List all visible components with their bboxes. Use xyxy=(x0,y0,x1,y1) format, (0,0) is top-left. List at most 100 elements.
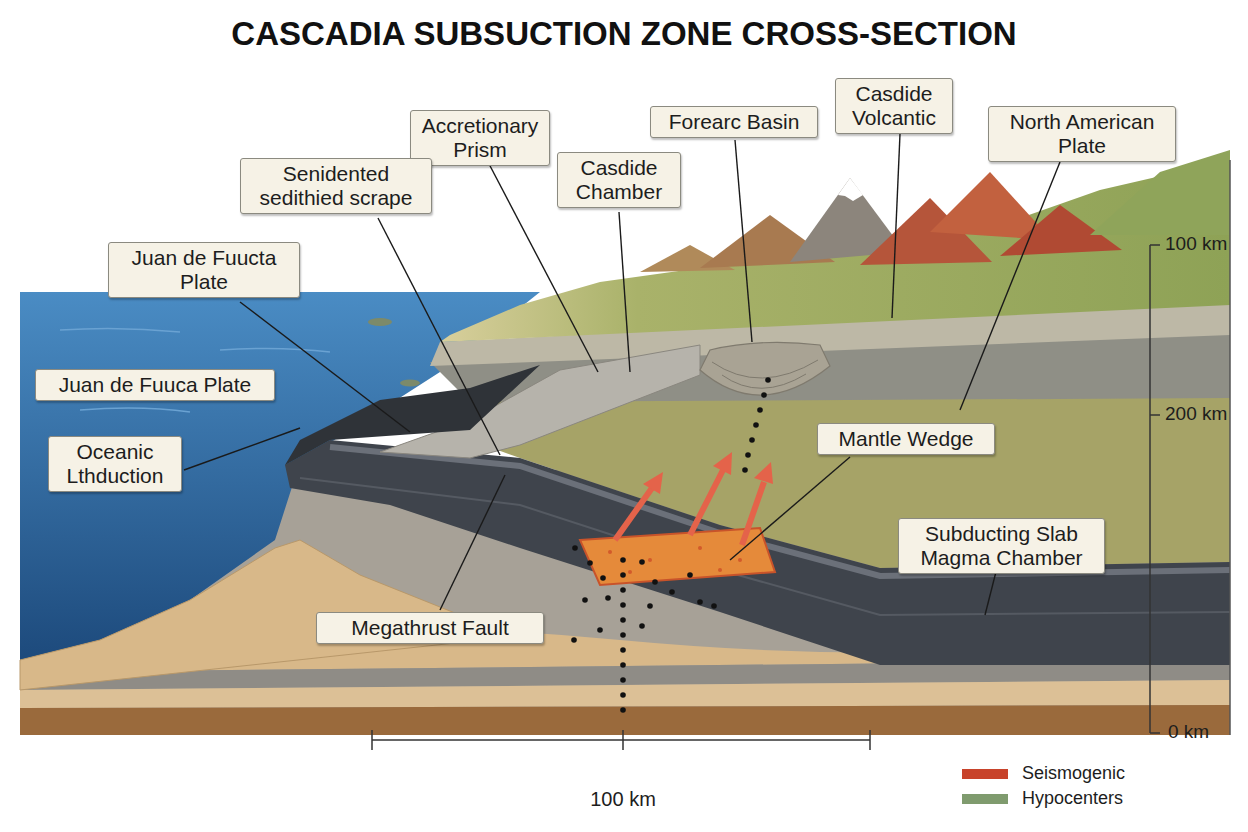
legend-text: Hypocenters xyxy=(1022,788,1123,810)
arrow-head xyxy=(643,472,663,494)
scale-tick xyxy=(869,730,871,750)
dot xyxy=(711,603,717,609)
callout-text: Juan de Fuucta Plate xyxy=(117,246,291,294)
leader-line xyxy=(240,302,410,432)
arrow-shaft xyxy=(742,482,764,545)
callout-box: Senidented sedithied scrape xyxy=(240,158,432,214)
dot xyxy=(587,560,593,566)
dot xyxy=(620,707,626,713)
subducting-slab xyxy=(285,440,1230,665)
scale-label: 100 km xyxy=(590,787,656,811)
callout-text: Senidented sedithied scrape xyxy=(249,162,423,210)
depth-label: 0 km xyxy=(1168,721,1209,744)
magma-speckles xyxy=(608,546,742,574)
dot xyxy=(620,692,626,698)
dot xyxy=(639,623,645,629)
depth-label: 100 km xyxy=(1165,233,1227,256)
forearc-basin xyxy=(700,342,830,395)
callout-text: Juan de Fuuca Plate xyxy=(44,373,266,397)
dot xyxy=(572,545,578,551)
dot xyxy=(697,599,703,605)
diagram-title: CASCADIA SUBSUCTION ZONE CROSS-SECTION xyxy=(0,14,1248,54)
dot xyxy=(620,557,626,563)
dot xyxy=(652,579,658,585)
callout-box: Casdide Chamber xyxy=(557,152,681,208)
dot xyxy=(620,587,626,593)
dot xyxy=(597,627,603,633)
depth-label: 200 km xyxy=(1165,403,1227,426)
depth-axis xyxy=(1150,245,1160,733)
callout-text: Subducting Slab Magma Chamber xyxy=(907,522,1096,570)
hypocenter-dots xyxy=(571,377,771,713)
dot xyxy=(757,407,763,413)
legend-row: Seismogenic xyxy=(962,763,1125,785)
scale-tick xyxy=(622,730,624,750)
slab-interior-line xyxy=(300,478,1230,615)
callout-text: Megathrust Fault xyxy=(325,616,535,640)
leader-line xyxy=(619,212,630,372)
callout-text: Casdide Volcantic xyxy=(844,82,944,130)
basement-band xyxy=(20,705,1230,735)
axis-tick xyxy=(1150,244,1160,246)
dot xyxy=(647,603,653,609)
legend-text: Seismogenic xyxy=(1022,763,1125,785)
dot xyxy=(742,467,748,473)
trench-wall xyxy=(285,365,540,465)
leader-line xyxy=(440,475,505,610)
dot xyxy=(761,392,767,398)
arrow-head xyxy=(754,462,773,484)
dot xyxy=(582,597,588,603)
scale-tick xyxy=(371,730,373,750)
callout-box: North American Plate xyxy=(988,106,1176,162)
callout-box: Subducting Slab Magma Chamber xyxy=(898,518,1105,574)
basin-layers xyxy=(712,360,818,388)
callout-box: Oceanic Lthduction xyxy=(48,436,182,492)
speckle xyxy=(628,570,632,574)
dot xyxy=(620,602,626,608)
islet xyxy=(368,318,392,326)
dot xyxy=(600,575,606,581)
legend-swatch xyxy=(962,794,1008,804)
speckle xyxy=(718,568,722,572)
melt-arrows xyxy=(615,452,773,545)
dot xyxy=(620,677,626,683)
dot xyxy=(753,422,759,428)
callout-text: Mantle Wedge xyxy=(826,427,986,451)
leader-line xyxy=(735,140,752,342)
callout-text: Casdide Chamber xyxy=(566,156,672,204)
dot xyxy=(745,452,751,458)
dot xyxy=(620,572,626,578)
callout-box: Casdide Volcantic xyxy=(835,78,953,134)
mountains xyxy=(640,150,1230,272)
dot xyxy=(669,589,675,595)
dot xyxy=(620,617,626,623)
speckle xyxy=(738,558,742,562)
snow-cap xyxy=(838,178,863,201)
axis-tick xyxy=(1150,732,1160,734)
dot xyxy=(639,559,645,565)
leader-line xyxy=(960,162,1060,410)
callout-box: Juan de Fuuca Plate xyxy=(35,369,275,401)
axis-line xyxy=(1149,245,1151,733)
speckle xyxy=(648,558,652,562)
dot xyxy=(765,377,771,383)
arrow-shaft xyxy=(690,470,723,535)
arrow-head xyxy=(713,452,732,475)
callout-text: Accretionary Prism xyxy=(419,114,541,162)
speckle xyxy=(698,546,702,550)
legend-swatch xyxy=(962,769,1008,779)
leader-line xyxy=(892,134,900,318)
hills xyxy=(1090,150,1230,235)
dot xyxy=(605,595,611,601)
callout-text: Forearc Basin xyxy=(659,110,809,134)
dot xyxy=(571,637,577,643)
arrow-shaft xyxy=(615,488,652,540)
callout-box: Megathrust Fault xyxy=(316,612,544,644)
dot xyxy=(749,437,755,443)
cut-face-edge xyxy=(1229,160,1231,735)
callout-box: Mantle Wedge xyxy=(817,423,995,455)
dot xyxy=(620,632,626,638)
callout-box: Forearc Basin xyxy=(650,106,818,138)
sediment-band xyxy=(20,680,1230,708)
